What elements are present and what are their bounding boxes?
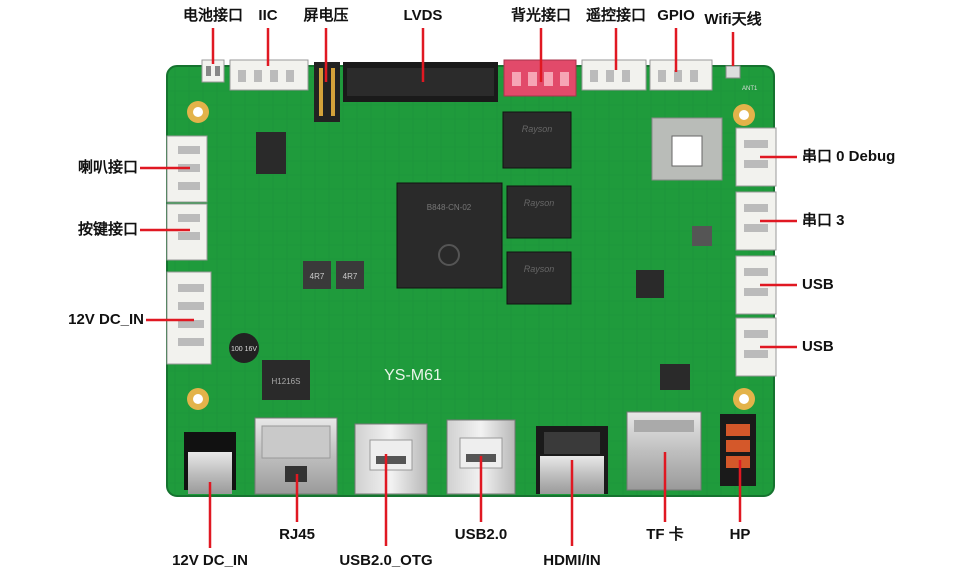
gpio-connector bbox=[649, 59, 713, 91]
eth-chip-marking: H1216S bbox=[272, 377, 301, 386]
capacitor: 100 16V bbox=[229, 333, 259, 363]
label-key-interface: 按键接口 bbox=[77, 221, 138, 238]
ram-chip-top: Rayson bbox=[502, 111, 572, 169]
inductor-2-marking: 4R7 bbox=[343, 272, 358, 281]
label-lvds: LVDS bbox=[403, 7, 443, 24]
inductors: 4R7 4R7 bbox=[303, 261, 364, 289]
soc-marking: B848-CN-02 bbox=[427, 203, 472, 212]
small-chips: H1216S bbox=[256, 132, 712, 400]
label-speaker-interface: 喇叭接口 bbox=[77, 159, 138, 176]
leader-lines bbox=[140, 28, 797, 548]
wifi-module bbox=[651, 117, 723, 181]
label-uart3: 串口 3 bbox=[802, 212, 845, 229]
label-dc-in-bottom: 12V DC_IN bbox=[172, 552, 248, 569]
label-uart0-debug: 串口 0 Debug bbox=[802, 148, 896, 165]
mounting-holes bbox=[187, 101, 755, 410]
dc-in-connector-side bbox=[166, 271, 212, 365]
soc-chip: B848-CN-02 bbox=[396, 182, 503, 289]
ram-chip-mid: Rayson bbox=[506, 185, 572, 239]
label-tf-card: TF 卡 bbox=[646, 526, 684, 543]
inductor-1-marking: 4R7 bbox=[310, 272, 325, 281]
remote-connector bbox=[581, 59, 647, 91]
board-model: YS-M61 bbox=[384, 367, 442, 384]
label-backlight-interface: 背光接口 bbox=[510, 7, 572, 24]
label-wifi-antenna: Wifi天线 bbox=[704, 11, 762, 28]
label-panel-voltage: 屏电压 bbox=[303, 7, 349, 24]
hp-jack bbox=[720, 414, 756, 486]
ram-brand-1: Rayson bbox=[522, 124, 553, 134]
label-battery-interface: 电池接口 bbox=[182, 7, 244, 24]
label-hdmi-in: HDMI/IN bbox=[543, 552, 601, 569]
ant-silkscreen: ANT1 bbox=[742, 86, 758, 92]
label-usb-right-1: USB bbox=[802, 276, 834, 293]
ram-brand-2: Rayson bbox=[524, 198, 555, 208]
label-hp: HP bbox=[729, 526, 751, 543]
label-remote-interface: 遥控接口 bbox=[585, 7, 647, 24]
label-usb2: USB2.0 bbox=[454, 526, 508, 543]
key-connector bbox=[166, 203, 208, 261]
label-rj45: RJ45 bbox=[279, 526, 315, 543]
ram-brand-3: Rayson bbox=[524, 264, 555, 274]
label-iic: IIC bbox=[258, 7, 278, 24]
usb-otg-jack bbox=[354, 423, 428, 495]
label-usb-otg: USB2.0_OTG bbox=[339, 552, 433, 569]
label-dc-in-side: 12V DC_IN bbox=[68, 311, 144, 328]
rj45-jack bbox=[254, 417, 338, 495]
uart3-connector bbox=[735, 191, 777, 251]
lvds-connector bbox=[343, 62, 498, 102]
cap-marking: 100 16V bbox=[231, 346, 257, 353]
label-gpio: GPIO bbox=[657, 7, 695, 24]
label-usb-right-2: USB bbox=[802, 338, 834, 355]
ram-chip-bottom: Rayson bbox=[506, 251, 572, 305]
